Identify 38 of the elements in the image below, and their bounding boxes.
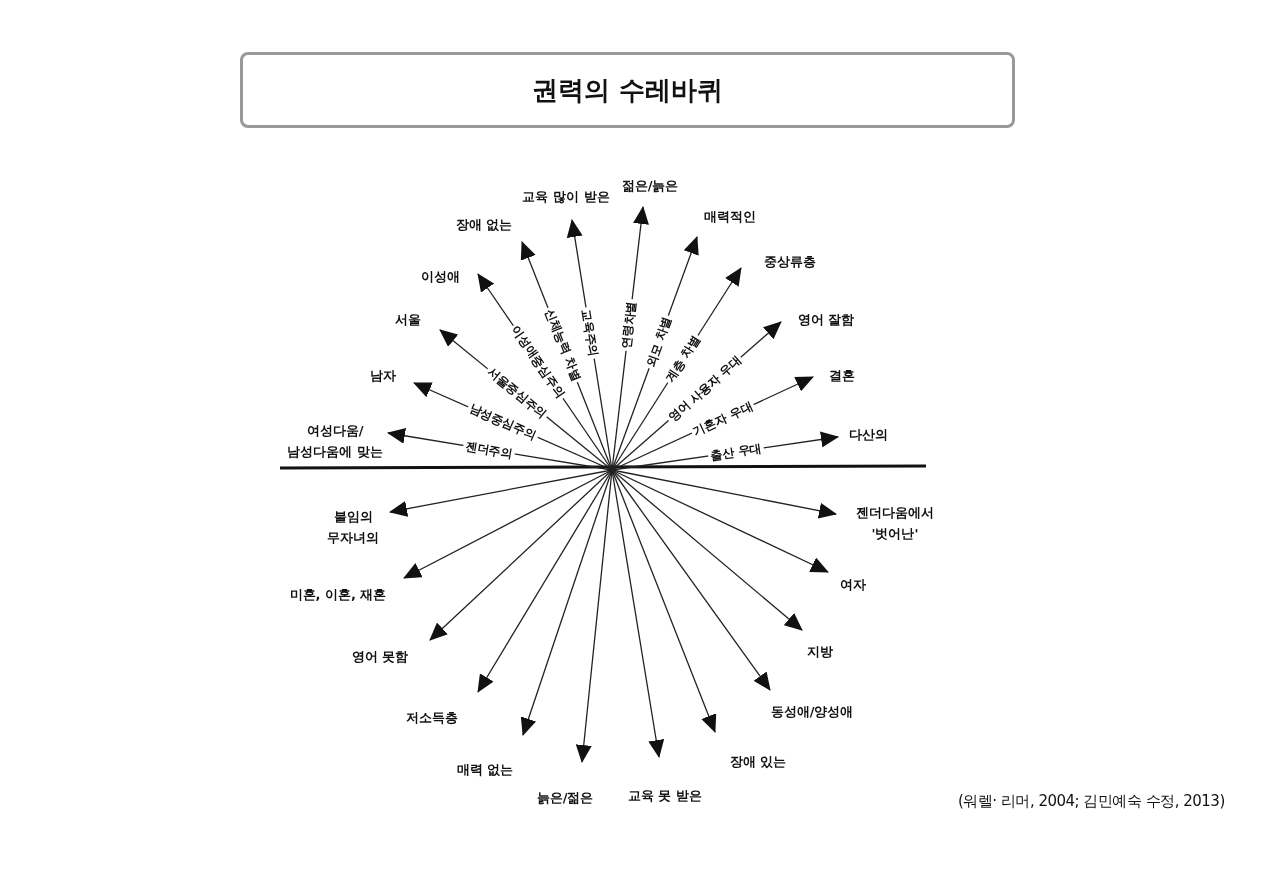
category-label: 불임의 무자녀의 [322,507,384,549]
category-label: 장애 없는 [455,214,513,236]
arrow [389,469,613,517]
arrow [611,469,829,573]
arrow [520,469,613,736]
category-label: 결혼 [829,365,855,387]
category-label: 중상류층 [764,251,816,273]
arrow [611,469,771,691]
arrow [611,469,803,631]
category-label: 여자 [840,574,866,596]
category-label: 영어 못함 [351,646,409,668]
source-citation: (워렐· 리머, 2004; 김민예숙 수정, 2013) [958,792,1225,811]
category-label: 매력 없는 [456,759,514,781]
category-label: 장애 있는 [729,751,787,773]
arrow [611,469,717,733]
category-label: 늙은/젊은 [536,787,594,809]
category-label: 매력적인 [704,206,756,228]
category-label: 젊은/늙은 [621,175,679,197]
category-label: 영어 잘함 [797,309,855,331]
arrow [477,469,613,693]
category-label: 저소득층 [406,707,458,729]
arrow [575,469,613,763]
category-label: 다산의 [848,424,888,446]
category-label: 미혼, 이혼, 재혼 [289,584,387,606]
edge-label: 연령차별 [618,298,640,352]
category-label: 교육 많이 받은 [522,186,610,208]
category-label: 여성다움/ 남성다움에 맞는 [280,421,390,463]
category-label: 동성애/양성애 [770,701,854,723]
title-banner: 권력의 수레바퀴 [240,52,1015,128]
category-label: 이성애 [420,266,460,288]
category-label: 젠더다움에서 '벗어난' [840,503,950,545]
edge-label: 출산 우대 [707,440,766,463]
category-label: 남자 [370,365,396,387]
category-label: 교육 못 받은 [627,785,703,807]
arrow [611,469,837,519]
category-label: 지방 [807,641,833,663]
arrow [429,469,613,641]
category-label: 서울 [395,309,421,331]
